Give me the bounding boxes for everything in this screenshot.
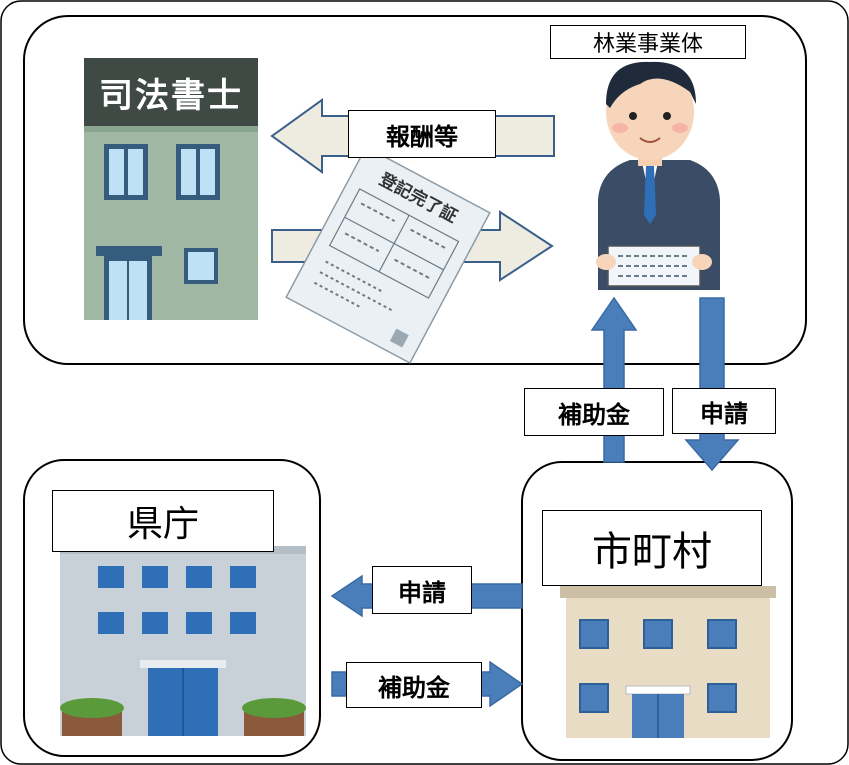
subsidy-vertical-label: 補助金 xyxy=(524,388,664,436)
application-horizontal-label: 申請 xyxy=(372,566,472,614)
municipality-label: 市町村 xyxy=(542,510,762,586)
municipality-panel xyxy=(521,461,793,761)
application-down-arrow xyxy=(684,297,740,472)
certificate-icon: 登記完了証 xyxy=(285,146,491,364)
forestry-entity-label: 林業事業体 xyxy=(550,25,746,59)
scrivener-sign: 司法書士 xyxy=(99,75,243,116)
judicial-scrivener-office-icon xyxy=(84,58,258,320)
prefecture-panel xyxy=(23,459,321,757)
subsidy-up-arrow xyxy=(590,296,638,463)
prefecture-label: 県庁 xyxy=(52,490,274,552)
prefectural-office-icon xyxy=(60,546,306,736)
fee-label: 報酬等 xyxy=(348,110,496,158)
subsidy-horizontal-label: 補助金 xyxy=(346,662,482,708)
businessman-icon xyxy=(596,61,720,290)
top-panel xyxy=(23,15,807,365)
municipal-office-icon xyxy=(560,586,776,738)
application-vertical-label: 申請 xyxy=(672,388,776,434)
